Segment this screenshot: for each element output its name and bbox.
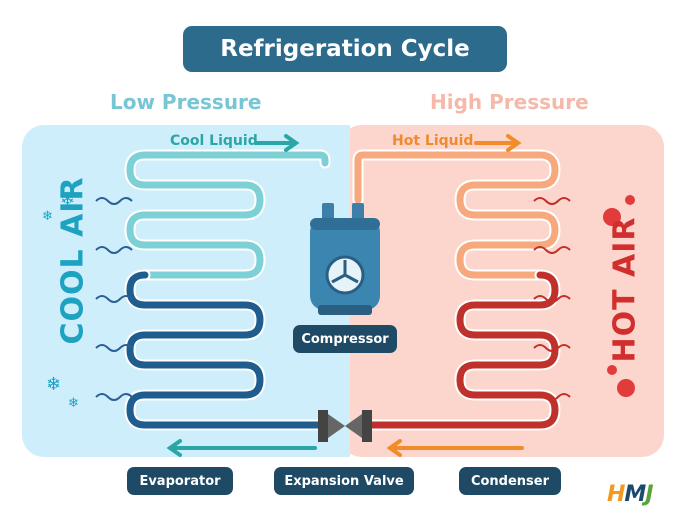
cool-air-waves <box>95 197 133 401</box>
brand-logo: HMJ <box>607 482 654 507</box>
cool-air-label: COOL AIR <box>55 176 91 345</box>
low-pressure-label: Low Pressure <box>110 90 262 114</box>
heat-dot-icon <box>603 195 635 397</box>
svg-text:❄: ❄ <box>42 209 53 224</box>
svg-text:❄: ❄ <box>60 189 75 210</box>
hot-air-waves <box>533 197 571 401</box>
svg-text:❄: ❄ <box>68 396 79 411</box>
flow-arrows <box>166 134 524 457</box>
expansion-valve-label: Expansion Valve <box>274 467 414 495</box>
high-pressure-panel <box>340 125 664 457</box>
expansion-valve <box>318 410 372 442</box>
evaporator-coil <box>124 149 331 431</box>
snowflake-icon: ❄ ❄ ❄ ❄ <box>42 189 79 411</box>
cool-liquid-label: Cool Liquid <box>170 133 258 149</box>
compressor-label: Compressor <box>293 325 397 353</box>
hot-air-label: HOT AIR <box>607 216 643 363</box>
diagram-title: Refrigeration Cycle <box>183 26 507 72</box>
low-pressure-panel <box>22 125 352 457</box>
high-pressure-label: High Pressure <box>430 90 589 114</box>
compressor <box>310 203 380 315</box>
svg-text:❄: ❄ <box>46 374 61 395</box>
condenser-label: Condenser <box>459 467 561 495</box>
hot-liquid-label: Hot Liquid <box>392 133 474 149</box>
evaporator-label: Evaporator <box>127 467 233 495</box>
